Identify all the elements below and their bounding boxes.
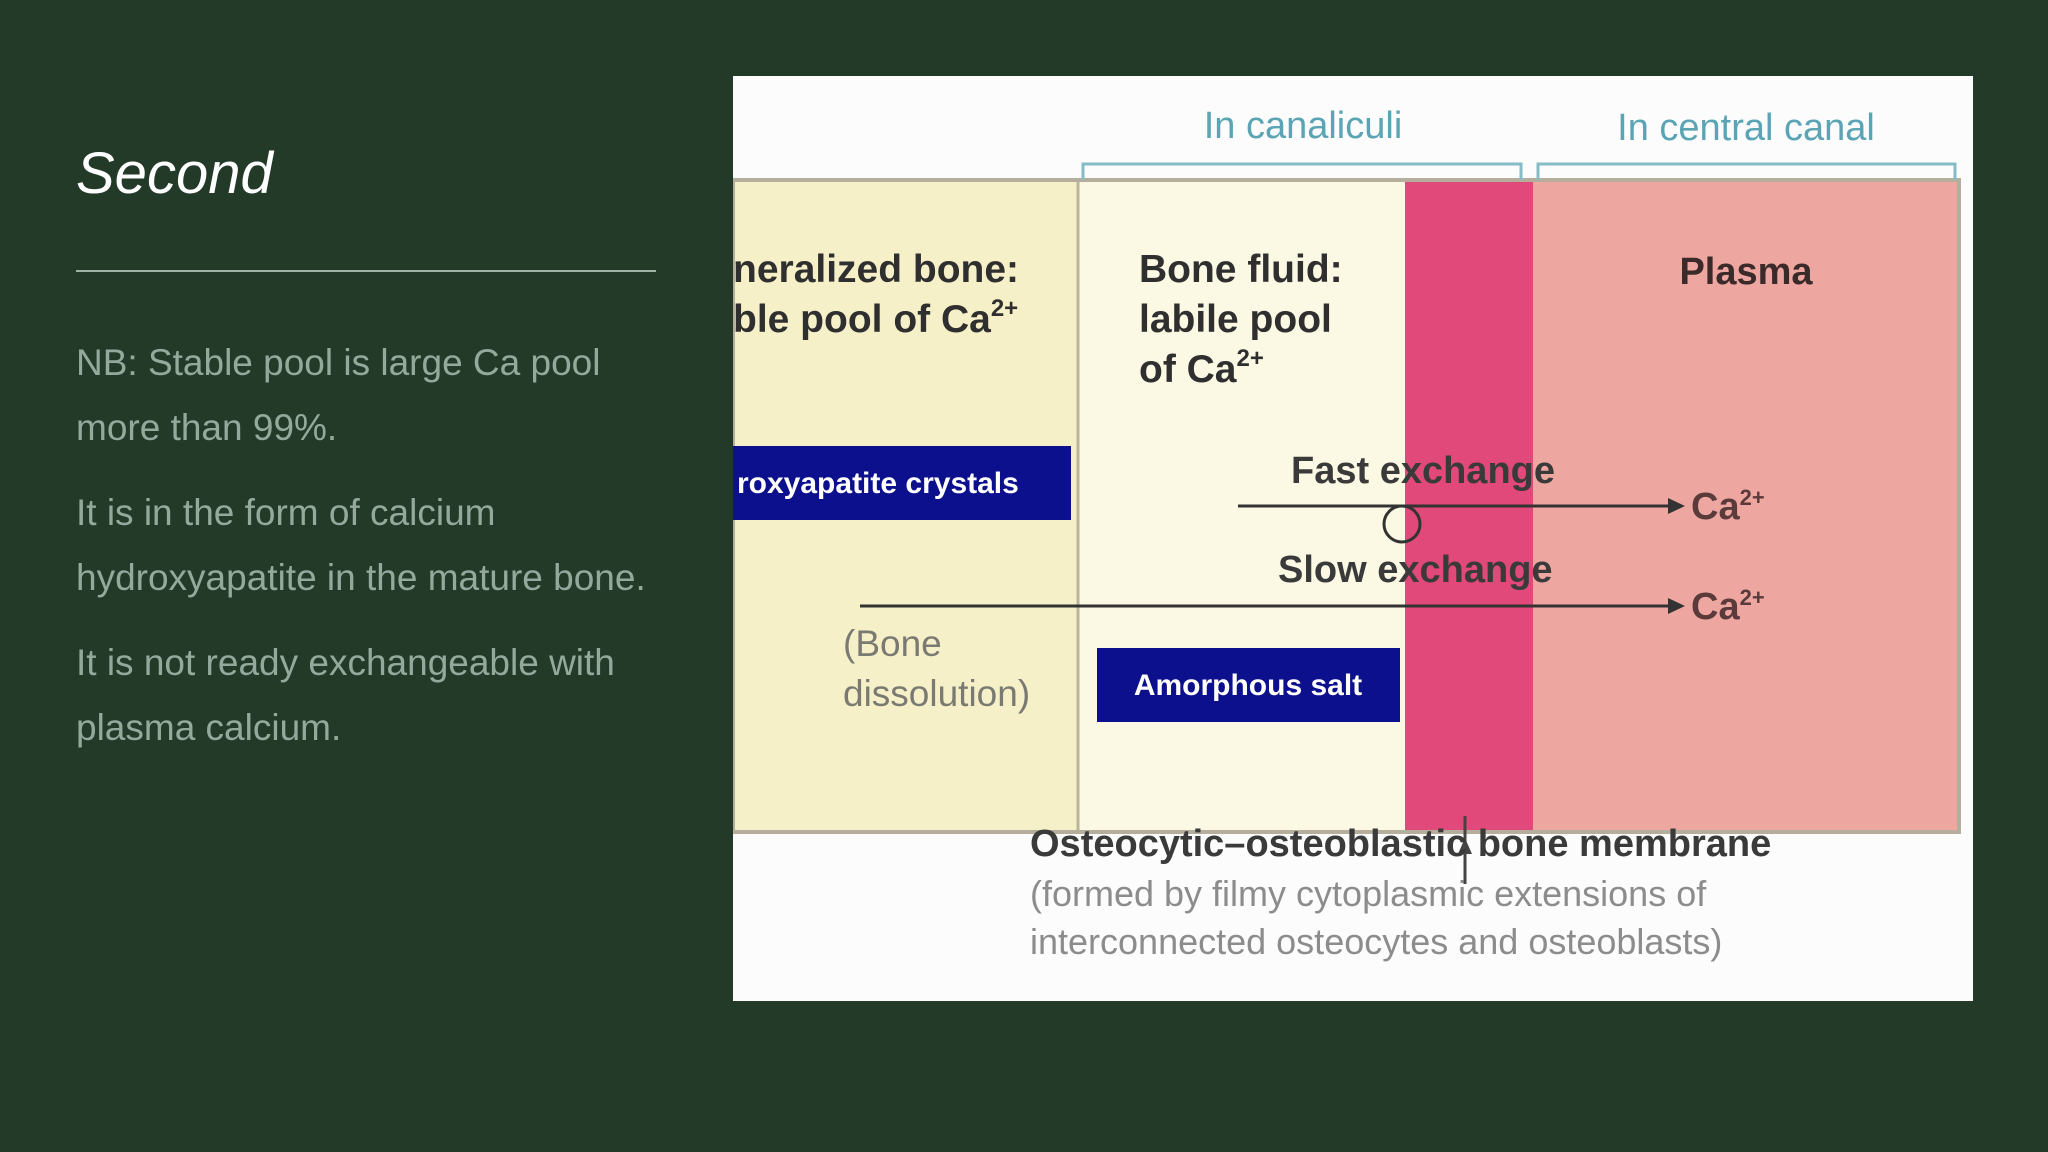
hydroxyapatite-box <box>733 446 1071 520</box>
title-divider <box>76 270 656 272</box>
canaliculi-bracket <box>1081 162 1523 180</box>
bone-dissolution-line1: (Bone <box>843 623 942 664</box>
bone-fluid-line1: Bone fluid: <box>1139 248 1343 291</box>
membrane-title: Osteocytic–osteoblastic bone membrane <box>1030 823 1771 865</box>
membrane-note-line1: (formed by filmy cytoplasmic extensions … <box>1030 873 1707 914</box>
exchange-circle <box>1382 504 1422 544</box>
fast-exchange-arrowhead <box>1668 498 1685 514</box>
paragraph-not-exchangeable: It is not ready exchangeable with plasma… <box>76 642 615 748</box>
paragraph-hydroxyapatite: It is in the form of calcium hydroxyapat… <box>76 492 646 598</box>
fast-ca-sup: 2+ <box>1740 485 1765 510</box>
slide-title: Second <box>76 141 273 206</box>
bone-dissolution-line2: dissolution) <box>843 673 1030 714</box>
mineralized-label-sup: 2+ <box>991 295 1018 322</box>
bone-fluid-sup: 2+ <box>1237 345 1264 372</box>
fast-ca-text: Ca <box>1691 486 1740 528</box>
header-central-canal: In central canal <box>1617 107 1875 149</box>
slow-ca-sup: 2+ <box>1740 585 1765 610</box>
membrane-note-line2: interconnected osteocytes and osteoblast… <box>1030 921 1722 962</box>
mineralized-label-line1: neralized bone: <box>733 248 1019 291</box>
slow-ca-text: Ca <box>1691 586 1740 628</box>
membrane-pointer-arrowhead <box>1458 838 1472 854</box>
zone-frame <box>733 178 1961 834</box>
mineralized-label-line2: ble pool of Ca2+ <box>733 295 1018 341</box>
slide-body: NB: Stable pool is large Ca pool more th… <box>76 330 676 780</box>
paragraph-stable-pool: NB: Stable pool is large Ca pool more th… <box>76 342 601 448</box>
amorphous-salt-box <box>1097 648 1400 722</box>
fast-ca-label: Ca2+ <box>1691 485 1765 528</box>
fast-exchange-label: Fast exchange <box>1291 450 1555 492</box>
central-canal-bracket <box>1536 162 1957 180</box>
calcium-exchange-diagram: In canaliculi In central canal neralized… <box>733 76 1973 1001</box>
amorphous-salt-label: Amorphous salt <box>1134 669 1362 702</box>
bone-fluid-text: of Ca <box>1139 348 1237 391</box>
bone-fluid-line2: labile pool <box>1139 298 1332 341</box>
slow-exchange-label: Slow exchange <box>1278 549 1553 591</box>
slow-exchange-arrowhead <box>1668 598 1685 614</box>
bone-fluid-line3: of Ca2+ <box>1139 345 1264 391</box>
plasma-label: Plasma <box>1679 251 1813 293</box>
slow-ca-label: Ca2+ <box>1691 585 1765 628</box>
header-canaliculi: In canaliculi <box>1204 105 1403 147</box>
mineralized-label-text: ble pool of Ca <box>733 298 991 341</box>
hydroxyapatite-label: roxyapatite crystals <box>737 467 1019 500</box>
